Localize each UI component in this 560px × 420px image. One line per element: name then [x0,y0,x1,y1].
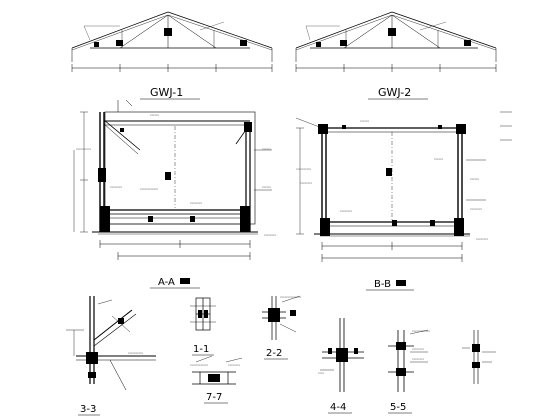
truss-gwj2-joint-plates [316,28,471,47]
detail-2-2-plates [268,308,296,322]
section-bb-frame [295,111,512,262]
svg-text:▭▭▭▭: ▭▭▭▭ [228,363,240,367]
section-bb-label-suffix [396,280,406,286]
svg-text:▭▭▭▭: ▭▭▭▭ [412,357,424,361]
detail-7-7-plates [208,374,220,382]
detail-5-5-plates [396,342,406,376]
svg-text:▭▭▭▭: ▭▭▭▭ [470,207,482,211]
truss-gwj2-top-chord-left [295,11,393,49]
truss-gwj1-top-chord-left [71,11,169,49]
detail-bracket-right [462,330,496,384]
section-aa-frame [73,99,272,260]
truss-gwj2-top-chord-right [391,11,497,49]
section-aa-annotations: ▭▭▭▭▭ ▭▭▭▭ ▭▭▭▭▭▭ ▭▭▭▭ ▭▭▭ ▭▭▭ ▭▭▭▭ ▭▭▭ [76,113,276,237]
detail-1-1-plates [198,310,208,318]
detail-7-7 [192,355,243,385]
section-aa-label-suffix [180,278,190,284]
section-aa-label: A-A [158,277,175,288]
svg-text:▭▭▭▭: ▭▭▭▭ [110,185,122,189]
truss-gwj1-joint-plates [94,28,247,47]
svg-text:▭▭▭▭: ▭▭▭▭ [264,233,276,237]
svg-text:▭▭▭▭▭▭: ▭▭▭▭▭▭ [412,329,430,333]
svg-text:▭▭▭▭: ▭▭▭▭ [190,201,202,205]
svg-text:▭▭▭: ▭▭▭ [262,185,271,189]
truss-gwj1-top-chord-right [167,11,273,49]
detail-4-4-label: 4-4 [330,402,346,413]
truss-gwj2-label: GWJ-2 [378,86,411,99]
svg-text:▭▭▭▭▭▭: ▭▭▭▭▭▭ [140,187,158,191]
section-bb-details [318,124,466,236]
svg-text:▭▭▭: ▭▭▭ [150,113,159,117]
svg-text:▭▭▭▭▭▭: ▭▭▭▭▭▭ [190,363,208,367]
svg-text:▭▭▭▭▭: ▭▭▭▭▭ [296,167,311,171]
detail-5-5-label: 5-5 [390,402,406,413]
detail-7-7-label: 7-7 [206,392,222,403]
detail-4-4-plates [328,348,358,362]
svg-text:▭▭▭: ▭▭▭ [360,119,369,123]
detail-2-2-note: ▭▭▭▭▭▭▭ [280,295,301,299]
svg-text:▭▭▭: ▭▭▭ [434,157,443,161]
svg-text:▭▭▭▭: ▭▭▭▭ [476,237,488,241]
truss-gwj2 [295,11,497,72]
detail-3-3-plates [86,318,124,378]
truss-gwj1 [71,11,273,72]
detail-1-1-label: 1-1 [193,344,209,355]
detail-3-3-note: ▭▭▭▭▭ [128,351,143,355]
svg-text:▭▭▭: ▭▭▭ [470,177,479,181]
svg-text:▭▭▭▭▭: ▭▭▭▭▭ [76,147,91,151]
svg-text:▭▭▭: ▭▭▭ [262,147,271,151]
svg-text:▭▭▭▭: ▭▭▭▭ [340,209,352,213]
svg-text:▭▭▭▭: ▭▭▭▭ [412,347,424,351]
section-bb-annotations: ▭▭▭▭▭ ▭▭▭▭ ▭▭▭▭ ▭▭▭ ▭▭▭ ▭▭▭▭ ▭▭▭▭ ▭▭▭ [296,119,488,241]
section-aa-details [98,122,252,232]
detail-4-4-note: ▭▭ [318,371,324,375]
detail-bracket-right-plates [472,344,480,368]
section-bb-label: B-B [374,279,391,290]
truss-gwj1-label: GWJ-1 [150,86,183,99]
detail-2-2-label: 2-2 [266,348,282,359]
detail-5-5-notes: ▭▭▭▭▭▭ ▭▭▭▭ ▭▭▭▭ [412,329,430,361]
svg-text:▭▭▭▭: ▭▭▭▭ [300,181,312,185]
detail-3-3 [66,296,156,391]
detail-7-7-notes: ▭▭▭▭▭▭ ▭▭▭▭ [190,363,240,367]
detail-3-3-label: 3-3 [80,404,96,415]
